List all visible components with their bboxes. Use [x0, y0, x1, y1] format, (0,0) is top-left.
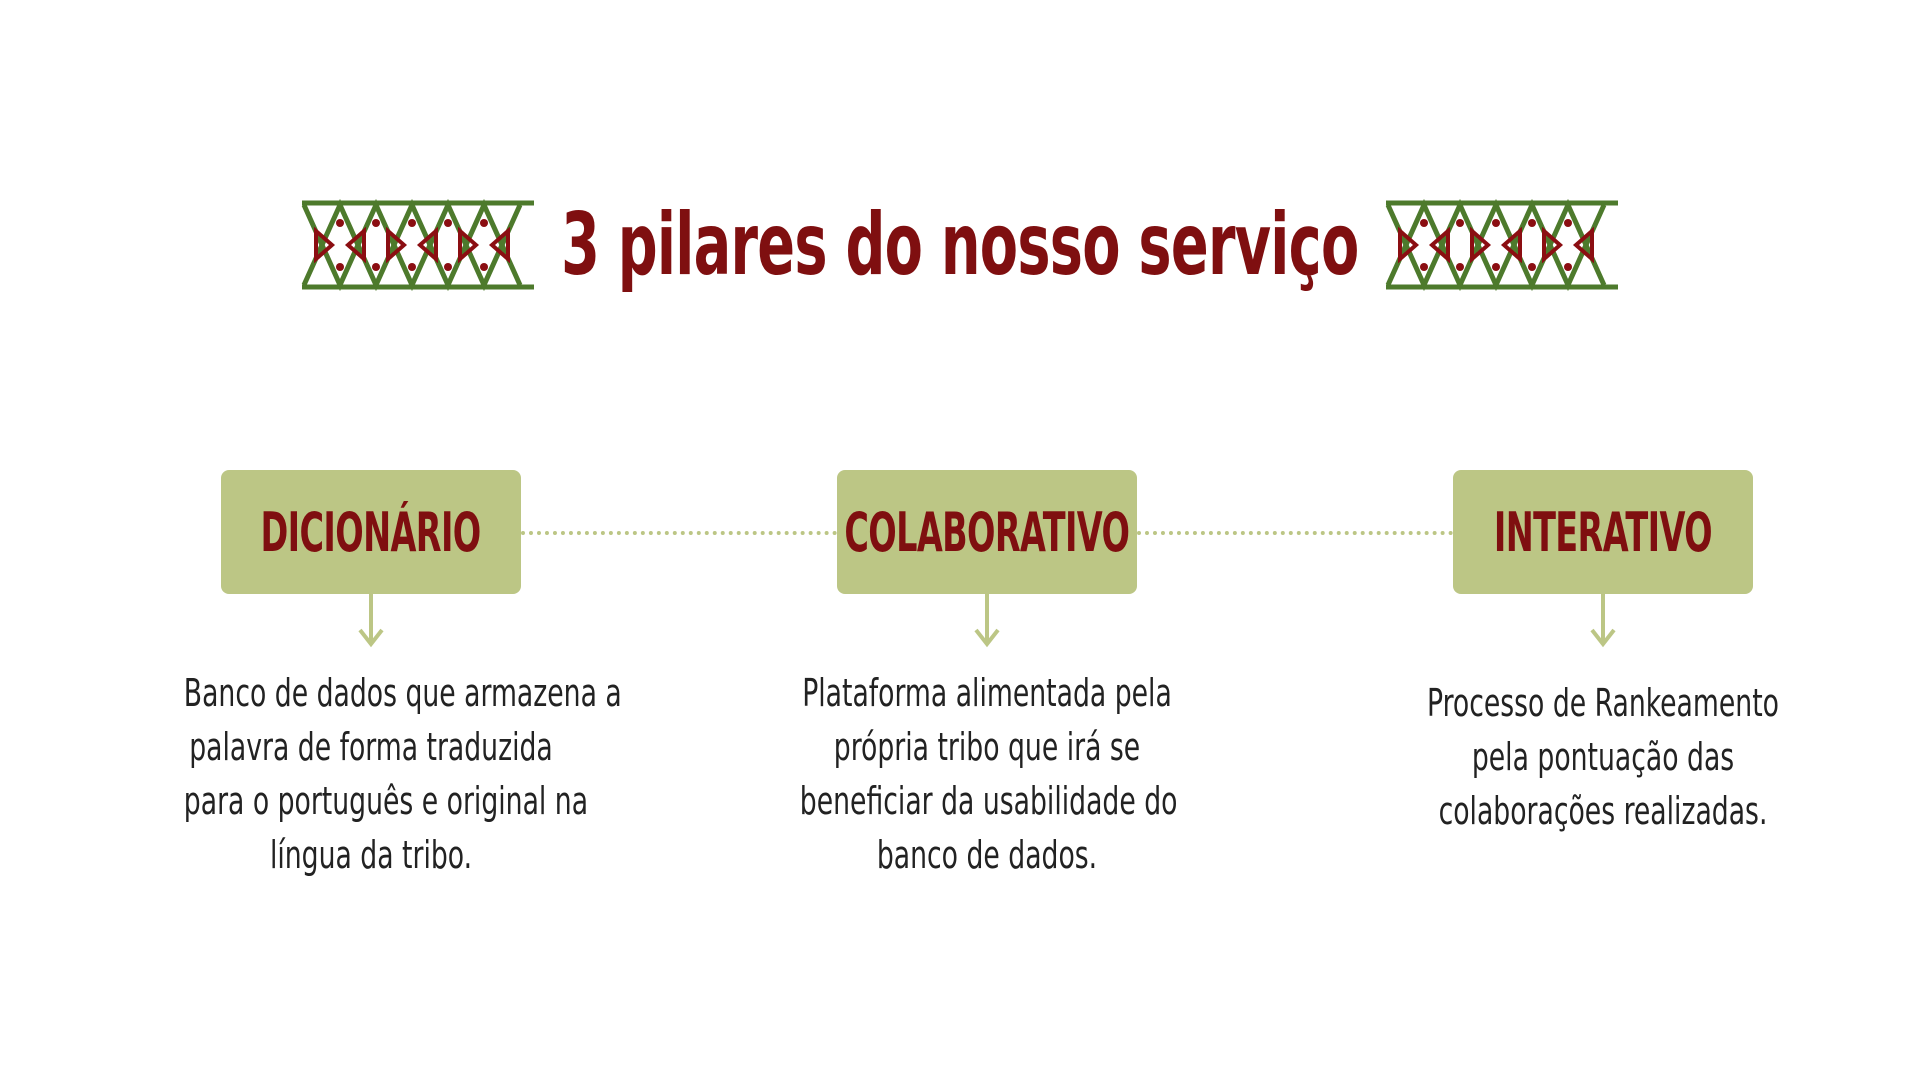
description-line: banco de dados. [876, 833, 1098, 877]
pillar-description: Plataforma alimentada pela própria tribo… [747, 666, 1227, 882]
description-line: Plataforma alimentada pela [802, 671, 1172, 715]
description-line: língua da tribo. [269, 833, 473, 877]
pillar-label: DICIONÁRIO [260, 500, 482, 564]
dotted-connector [1137, 531, 1453, 535]
description-line: para o português e original na [183, 779, 589, 823]
pillar-box-interativo: INTERATIVO [1453, 470, 1753, 594]
arrow-down-icon [358, 594, 384, 648]
tribal-pattern-icon [1385, 198, 1618, 292]
page-title: 3 pilares do nosso serviço [561, 195, 1359, 295]
description-line: Processo de Rankeamento [1427, 681, 1779, 725]
description-line: Banco de dados que armazena a [183, 671, 622, 715]
title-row: 3 pilares do nosso serviço [0, 175, 1920, 315]
pillar-box-colaborativo: COLABORATIVO [837, 470, 1137, 594]
pillar-label: COLABORATIVO [844, 500, 1131, 564]
tribal-pattern-icon [301, 198, 535, 292]
pillar-label: INTERATIVO [1493, 500, 1713, 564]
description-line: própria tribo que irá se [833, 725, 1141, 769]
description-line: palavra de forma traduzida [189, 725, 553, 769]
dotted-connector [521, 531, 837, 535]
description-line: beneficiar da usabilidade do [799, 779, 1178, 823]
pillar-description: Banco de dados que armazena a palavra de… [131, 666, 622, 882]
arrow-down-icon [974, 594, 1000, 648]
arrow-down-icon [1590, 594, 1616, 648]
description-line: pela pontuação das [1471, 735, 1735, 779]
description-line: colaborações realizadas. [1438, 789, 1768, 833]
pillar-description: Processo de Rankeamento pela pontuação d… [1363, 676, 1843, 838]
pillar-box-dicionario: DICIONÁRIO [221, 470, 521, 594]
